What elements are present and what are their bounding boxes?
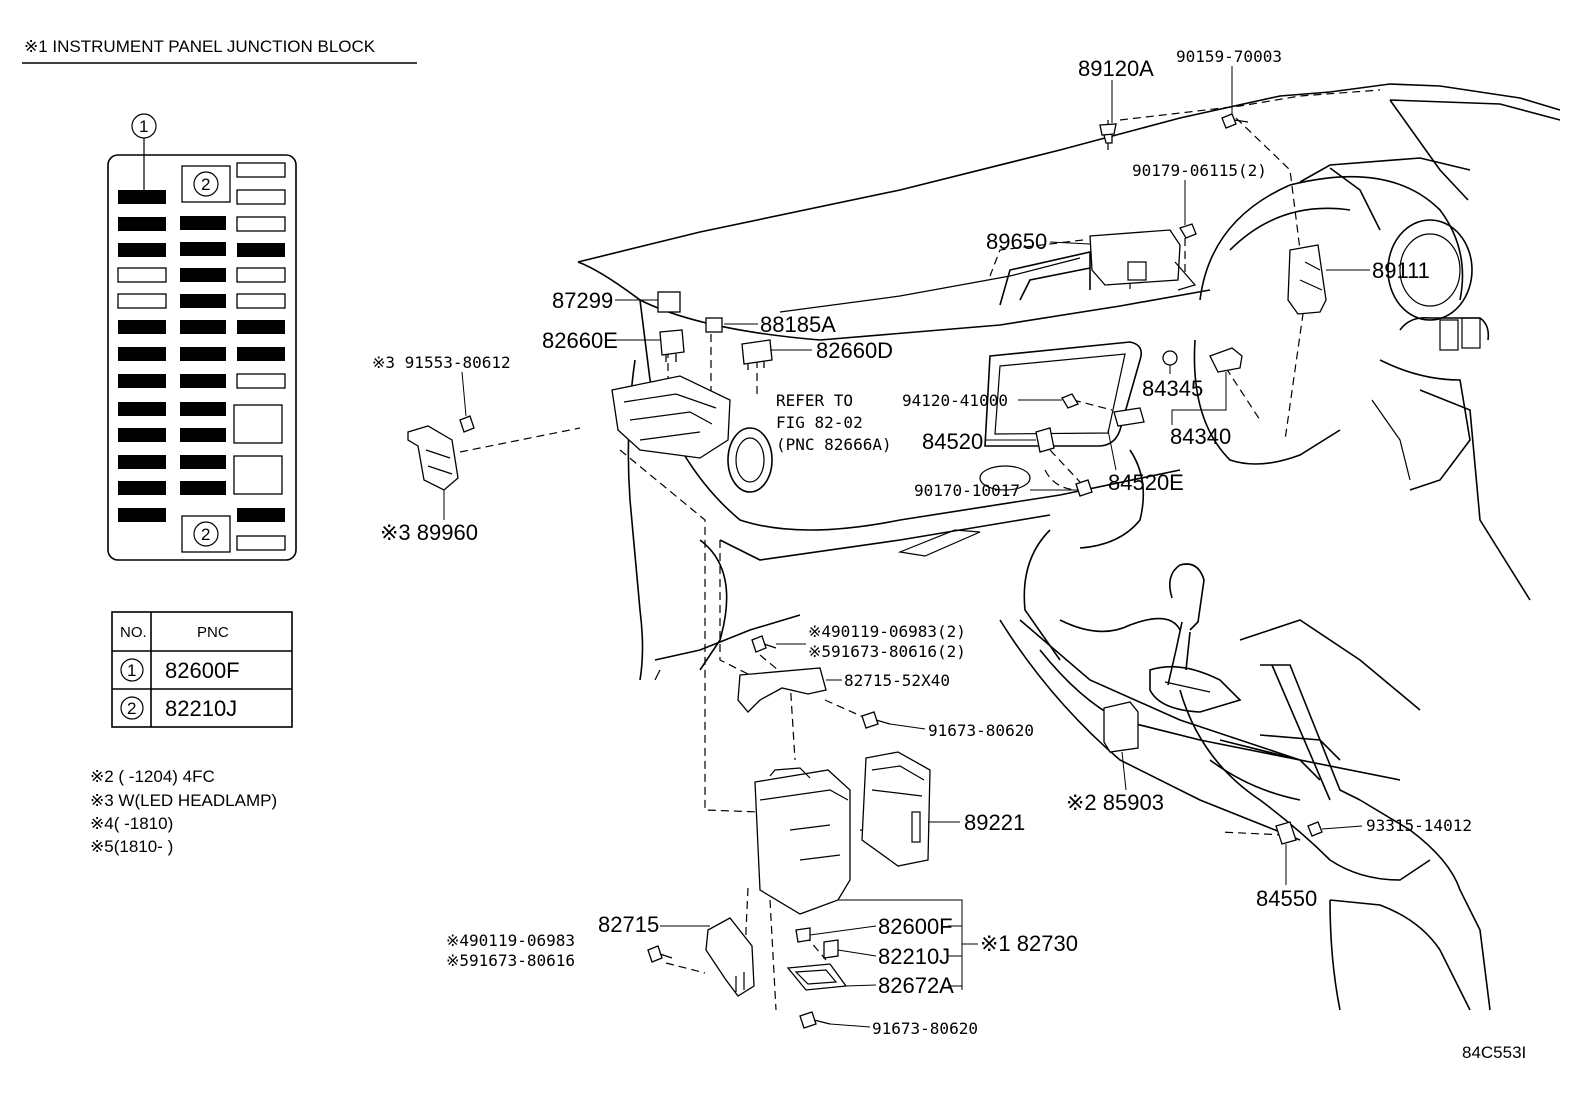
label-90170-10017: 90170-10017 [914,481,1020,500]
bolt-490119-06983 [647,945,673,963]
junction-block-82666A [611,375,731,459]
note-3: ※3 W(LED HEADLAMP) [90,791,277,810]
pnc-table-header-pnc: PNC [197,624,229,641]
bolt-490119-06983-2 [751,635,777,653]
switch-84520 [1035,427,1055,453]
label-82600F: 82600F [878,914,953,939]
label-85903: ※2 85903 [1066,790,1164,815]
fuse-82600F [795,927,811,943]
label-84520: 84520 [922,429,983,454]
fuse-column-left [117,190,167,522]
relay-88185A [705,317,723,333]
pnc-table: NO. PNC 1 82600F 2 82210J [111,611,293,728]
label-82660D: 82660D [816,338,893,363]
label-90159-70003: 90159-70003 [1176,47,1282,66]
callout-2-top-number: 2 [201,175,210,194]
label-91673-80620-a: 91673-80620 [928,721,1034,740]
label-refer-fig: FIG 82-02 [776,413,863,432]
label-90179-06115: 90179-06115(2) [1132,161,1267,180]
label-84550: 84550 [1256,886,1317,911]
cap-84345 [1162,350,1178,366]
label-82715-52X40: 82715-52X40 [844,671,950,690]
leader-lines [443,66,1370,1028]
bolt-90159-70003 [1221,113,1249,129]
dashboard-drawing [577,83,1561,1011]
label-89221: 89221 [964,810,1025,835]
pnc-table-row-1-pnc: 82600F [165,658,240,683]
label-591673-80616: ※591673-80616 [446,951,575,970]
label-89111: 89111 [1372,258,1430,283]
pnc-table-row-1-no: 1 [127,661,136,680]
junction-block-82730 [754,769,851,915]
label-82672A: 82672A [878,973,954,998]
diagram-title: ※1 INSTRUMENT PANEL JUNCTION BLOCK [24,37,376,56]
nut-90170-10017 [1075,479,1093,497]
label-88185A: 88185A [760,312,836,337]
pnc-table-row-2-pnc: 82210J [165,696,237,721]
label-82715: 82715 [598,912,659,937]
bracket-89960 [407,425,459,491]
relay-82210J [823,939,839,959]
label-82660E: 82660E [542,328,618,353]
fuse-column-right [233,162,286,551]
callout-2-bottom-number: 2 [201,525,210,544]
label-refer-pnc: (PNC 82666A) [776,435,892,454]
relay-82660E [659,329,685,362]
relay-82660D [741,339,773,370]
label-94120-41000: 94120-41000 [902,391,1008,410]
fuse-block-outline [107,154,297,561]
cover-82672A [786,963,848,991]
ecu-89221 [861,751,931,867]
bolt-91673-80620-b [799,1011,831,1029]
switch-84340 [1209,347,1243,373]
note-4: ※4( -1810) [90,814,173,833]
note-5: ※5(1810- ) [90,837,173,856]
nut-90179-06115 [1179,223,1197,239]
switch-84550 [1275,821,1297,845]
label-89120A: 89120A [1078,56,1154,81]
fuse-column-middle: 2 2 [180,165,231,553]
callout-circle-2-bottom [193,521,219,547]
screw-93315-14012 [1307,821,1323,837]
label-591673-80616-2: ※591673-80616(2) [808,642,966,661]
relay-85903 [1103,701,1139,753]
pnc-table-header-no: NO. [120,624,147,641]
part-labels: 89120A 90159-70003 90179-06115(2) 89650 … [372,47,1472,1038]
label-84340: 84340 [1170,424,1231,449]
parts-shapes [407,113,1327,1029]
switch-84520E [1113,407,1145,427]
callout-1-number: 1 [139,117,148,136]
label-84345: 84345 [1142,376,1203,401]
label-82730: ※1 82730 [980,931,1078,956]
fuse-block-layout: 1 2 [107,113,297,561]
label-refer-to: REFER TO [776,391,853,410]
note-2: ※2 ( -1204) 4FC [90,767,215,786]
pnc-table-row-2-no: 2 [127,699,136,718]
screw-91553-80612 [459,415,475,433]
label-82210J: 82210J [878,944,950,969]
module-89650 [1089,229,1181,286]
bracket-82715 [705,917,755,997]
label-91553-80612: ※3 91553-80612 [372,353,511,372]
label-84520E: 84520E [1108,470,1184,495]
diagram-code: 84C553I [1462,1043,1526,1062]
bracket-82715-52X40 [737,667,827,713]
label-93315-14012: 93315-14012 [1366,816,1472,835]
nut-94120-41000 [1061,393,1079,409]
sensor-89111 [1287,244,1327,315]
label-89650: 89650 [986,229,1047,254]
label-490119-06983-2: ※490119-06983(2) [808,622,966,641]
clip-89120A [1099,123,1117,144]
label-490119-06983: ※490119-06983 [446,931,575,950]
callout-circle-2-top [193,171,219,197]
relay-87299 [657,291,681,313]
label-91673-80620-b: 91673-80620 [872,1019,978,1038]
label-87299: 87299 [552,288,613,313]
label-89960: ※3 89960 [380,520,478,545]
bolt-91673-80620-a [861,711,891,729]
notes-list: ※2 ( -1204) 4FC ※3 W(LED HEADLAMP) ※4( -… [90,767,277,856]
dashed-guides [459,89,1381,1011]
